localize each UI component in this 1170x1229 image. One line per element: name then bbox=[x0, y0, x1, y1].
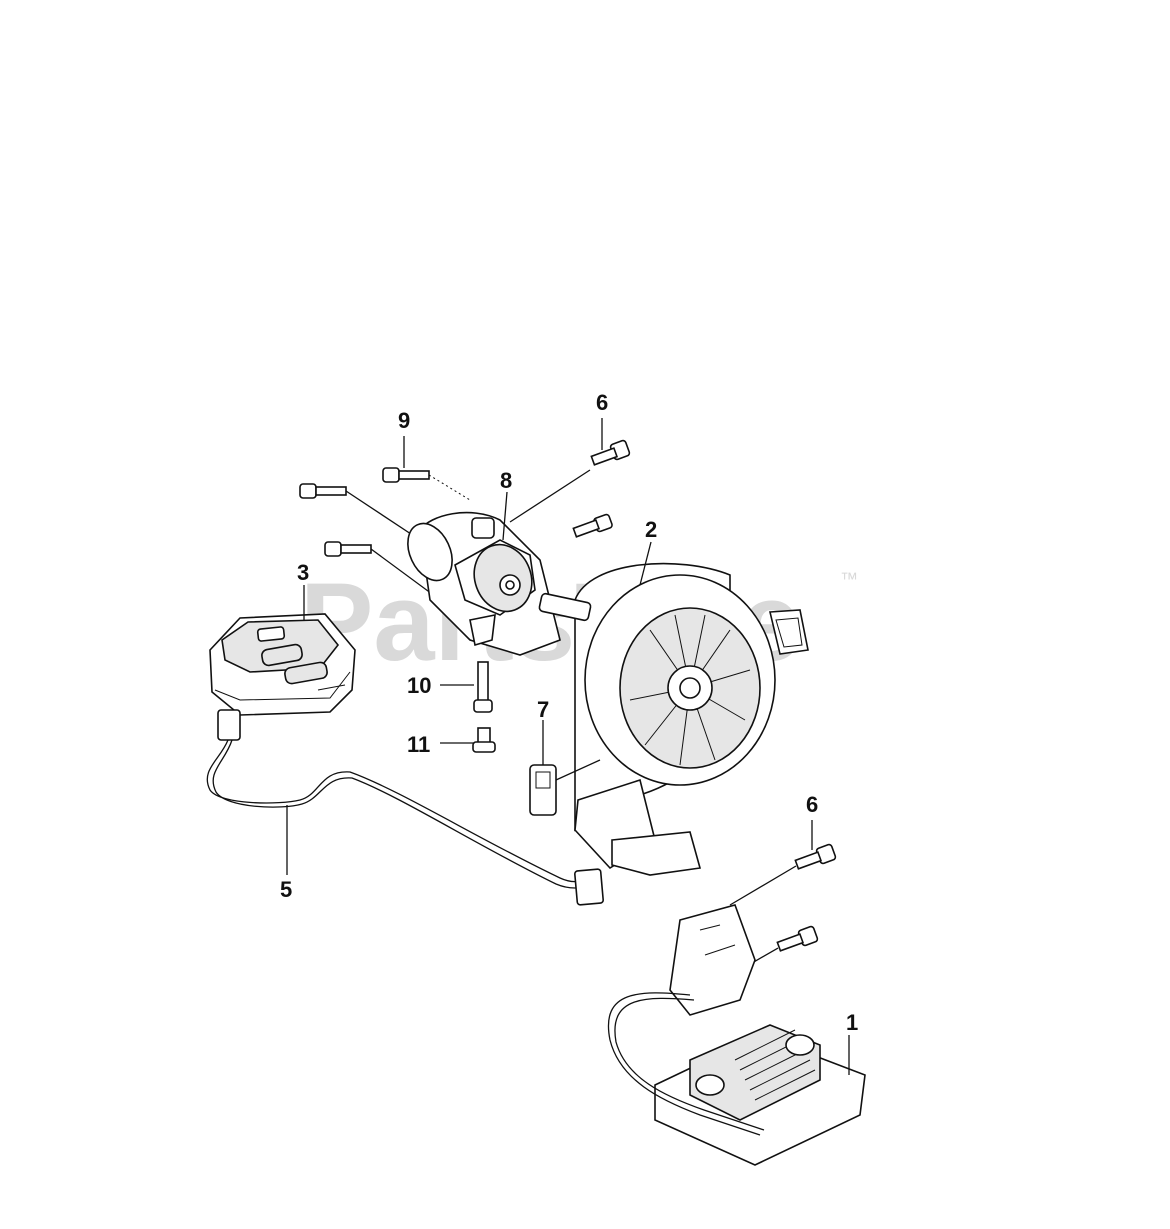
part-3-control-keypad[interactable] bbox=[209, 613, 356, 716]
part-1-regulator[interactable] bbox=[607, 904, 866, 1166]
part-10-pin[interactable] bbox=[440, 661, 493, 713]
part-9-screw-upper[interactable] bbox=[382, 467, 471, 501]
leader-lines bbox=[286, 418, 850, 1075]
callout-11: 11 bbox=[407, 732, 430, 757]
callouts: 1 2 3 5 6 6 7 8 9 10 11 bbox=[280, 390, 858, 1035]
callout-2: 2 bbox=[645, 517, 657, 542]
part-2-fan-housing[interactable] bbox=[538, 562, 809, 876]
callout-3: 3 bbox=[297, 560, 309, 585]
part-6-bolt-top[interactable] bbox=[509, 439, 631, 538]
callout-6-lower: 6 bbox=[806, 792, 818, 817]
callout-5: 5 bbox=[280, 877, 292, 902]
callout-9: 9 bbox=[398, 408, 410, 433]
callout-7: 7 bbox=[537, 697, 549, 722]
heatsink-fins bbox=[734, 1029, 821, 1111]
callout-6-top: 6 bbox=[596, 390, 608, 415]
callout-1: 1 bbox=[846, 1010, 858, 1035]
part-5-wiring-harness[interactable] bbox=[206, 709, 604, 906]
part-9-screw-mid[interactable] bbox=[299, 483, 421, 541]
watermark-trademark: ™ bbox=[840, 569, 858, 589]
callout-8: 8 bbox=[500, 468, 512, 493]
part-6-bolt-lower[interactable] bbox=[729, 843, 837, 971]
callout-10: 10 bbox=[407, 673, 431, 698]
part-8-motor-bracket[interactable] bbox=[399, 511, 561, 656]
part-11-screw[interactable] bbox=[440, 727, 496, 753]
fan-blades bbox=[629, 614, 751, 766]
